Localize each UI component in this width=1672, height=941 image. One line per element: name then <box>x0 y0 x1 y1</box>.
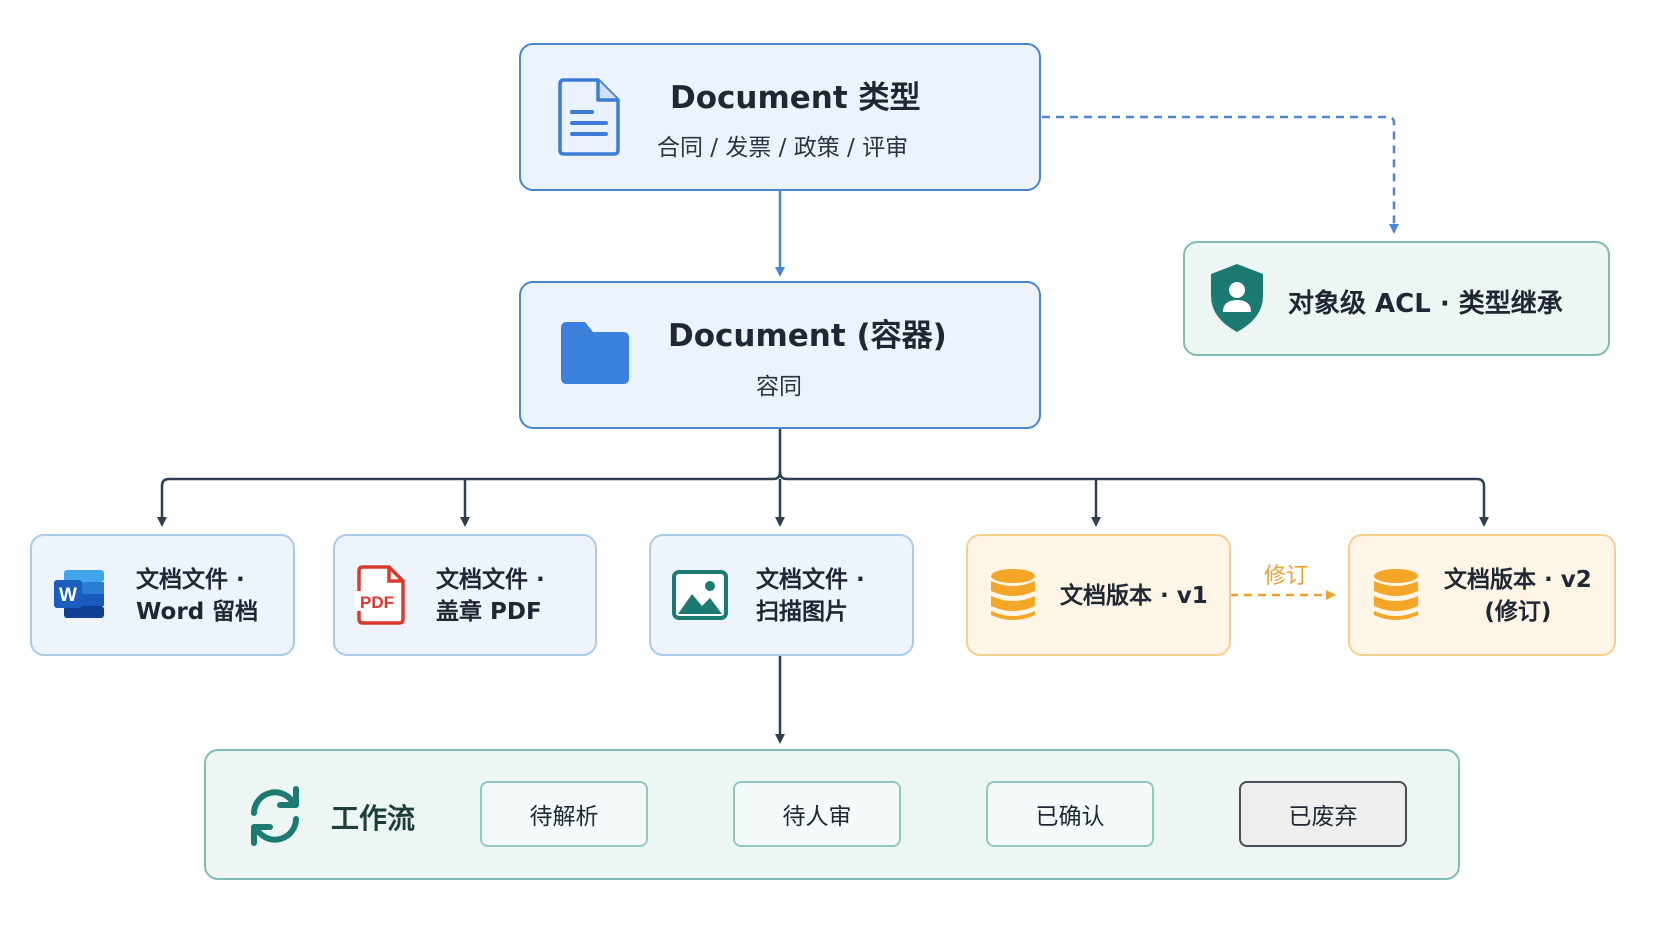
document-container-title: Document (容器) <box>668 318 947 354</box>
version-v1-label: 文档版本 · v1 <box>1060 583 1208 609</box>
image-file-line1: 文档文件 · <box>756 567 865 593</box>
version-v2-line1: 文档版本 · v2 <box>1444 567 1592 593</box>
sync-icon <box>251 786 299 846</box>
folder-icon <box>561 322 629 384</box>
image-file-line2: 扫描图片 <box>756 599 848 625</box>
word-file-node[interactable] <box>30 534 295 656</box>
pdf-file-line2: 盖章 PDF <box>436 599 542 625</box>
pdf-file-icon: PDF <box>355 565 405 625</box>
state-pending-review[interactable]: 待人审 <box>733 781 901 847</box>
state-pending-parse[interactable]: 待解析 <box>480 781 648 847</box>
word-file-label: 文档文件 · Word 留档 <box>136 564 258 628</box>
pdf-file-label: 文档文件 · 盖章 PDF <box>436 564 545 628</box>
acl-node[interactable] <box>1183 241 1610 356</box>
shield-user-icon <box>1211 264 1263 332</box>
image-file-icon <box>672 570 728 620</box>
image-file-label: 文档文件 · 扫描图片 <box>756 564 865 628</box>
container-branch-right <box>778 471 1489 527</box>
type-to-acl-dashed-arrow <box>1042 115 1399 234</box>
word-file-line2: Word 留档 <box>136 599 259 625</box>
document-container-subtitle: 容同 <box>756 374 802 400</box>
document-icon <box>558 78 620 156</box>
state-confirmed[interactable]: 已确认 <box>986 781 1154 847</box>
container-branch-trunk <box>157 429 782 527</box>
acl-label: 对象级 ACL · 类型继承 <box>1288 289 1563 319</box>
database-icon <box>991 569 1035 620</box>
pdf-file-line1: 文档文件 · <box>436 567 545 593</box>
version-v2-label: 文档版本 · v2 (修订) <box>1444 564 1592 628</box>
revision-label: 修订 <box>1264 564 1309 589</box>
version-v2-line2: (修订) <box>1484 599 1552 625</box>
word-file-line1: 文档文件 · <box>136 567 245 593</box>
database-icon-v2 <box>1374 569 1418 620</box>
word-letter: W <box>59 585 77 606</box>
word-file-icon: W <box>54 570 104 618</box>
state-deprecated[interactable]: 已废弃 <box>1239 781 1407 847</box>
workflow-label: 工作流 <box>331 802 416 835</box>
pdf-letters: PDF <box>360 593 394 612</box>
document-type-subtitle: 合同 / 发票 / 政策 / 评审 <box>657 135 909 161</box>
document-type-title: Document 类型 <box>670 80 921 116</box>
